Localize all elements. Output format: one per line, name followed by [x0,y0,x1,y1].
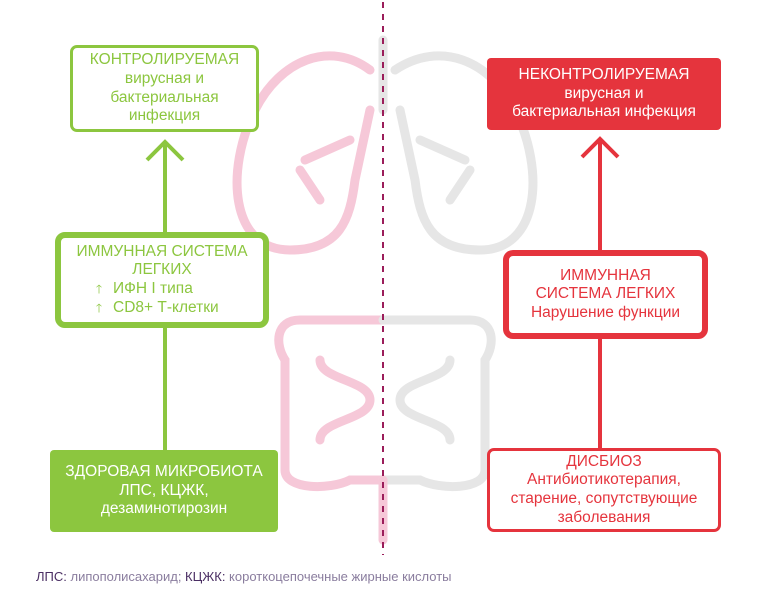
definition: короткоцепочечные жирные кислоты [225,569,452,584]
box-text: старение, сопутствующие [510,490,698,507]
box-text: вирусная и [124,69,205,87]
list-item: 🡑 CD8+ Т-клетки [61,299,263,318]
abbr: КЦЖК: [181,569,226,584]
definition: липополисахарид; [66,569,182,584]
healthy-microbiota-box: ЗДОРОВАЯ МИКРОБИОТА ЛПС, КЦЖК, дезаминот… [50,450,278,532]
box-text: инфекция [128,107,201,125]
box-text: бактериальная [110,88,219,106]
box-text: бактериальная инфекция [512,103,696,121]
list-item: 🡑 ИФН I типа [61,280,263,299]
arrow-up-icon: 🡑 [95,282,103,297]
box-title: ЗДОРОВАЯ МИКРОБИОТА [65,463,263,481]
box-text: ЛПС, КЦЖК, [119,481,209,499]
controlled-infection-box: КОНТРОЛИРУЕМАЯ вирусная и бактериальная … [70,45,259,132]
lung-immune-system-box: ИММУННАЯ СИСТЕМА ЛЕГКИХ 🡑 ИФН I типа 🡑 CD8… [55,232,269,328]
lungs-icon [232,35,538,255]
box-title: ИММУННАЯ СИСТЕМА [76,242,248,260]
box-text: заболевания [557,508,651,526]
item-text: ИФН I типа [113,280,193,297]
box-title: НЕКОНТРОЛИРУЕМАЯ [518,66,690,84]
box-title: ИММУННАЯ [560,266,651,284]
uncontrolled-infection-box: НЕКОНТРОЛИРУЕМАЯ вирусная и бактериальна… [487,58,721,130]
abbr: ЛПС: [36,569,67,584]
box-title: СИСТЕМА ЛЕГКИХ [535,285,676,303]
footnote: ЛПС: липополисахарид; КЦЖК: короткоцепоч… [36,569,452,584]
box-text: вирусная и [564,84,644,102]
dysbiosis-box: ДИСБИОЗ Антибиотикотерапия, старение, со… [487,448,721,532]
box-text: Антибиотикотерапия, [526,471,681,489]
box-title: КОНТРОЛИРУЕМАЯ [89,51,240,69]
box-title: ДИСБИОЗ [566,452,642,470]
item-text: CD8+ Т-клетки [113,298,219,316]
arrow-up-icon: 🡑 [95,300,103,315]
box-title: ЛЕГКИХ [132,261,192,279]
box-text: дезаминотирозин [100,500,228,518]
intestine-icon [274,315,496,545]
box-text: Нарушение функции [530,303,681,321]
impaired-immune-system-box: ИММУННАЯ СИСТЕМА ЛЕГКИХ Нарушение функци… [503,250,708,339]
